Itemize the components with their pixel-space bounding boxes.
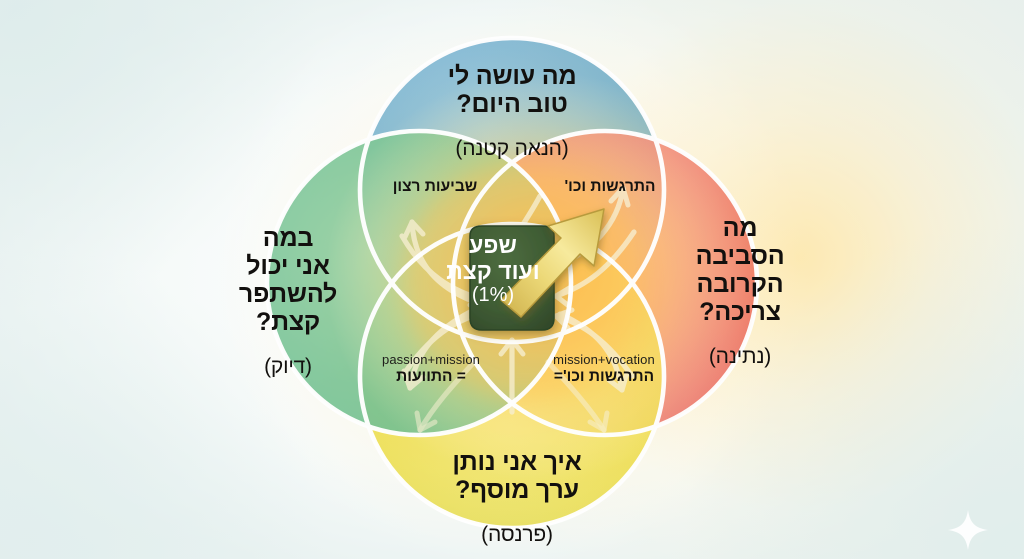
intersection-bottom-left-english: passion+mission [382, 352, 480, 367]
intersection-bottom-right-hebrew: התרגשות וכו'= [553, 367, 655, 385]
intersection-bottom-left-label: passion+mission = התוועות [356, 352, 506, 386]
venn-outlines [264, 35, 760, 531]
circle-top-label: מה עושה לי טוב היום? (הנאה קטנה) [362, 44, 662, 178]
circle-right-question: מה הסביבה הקרובה צריכה? [695, 213, 785, 326]
circle-top-subtitle: (הנאה קטנה) [455, 136, 569, 160]
circle-right-subtitle: (נתינה) [708, 344, 772, 368]
center-badge-label: שפע ועוד קצת (1%) [441, 232, 545, 307]
center-line-1: שפע [469, 232, 517, 258]
growth-arrow [500, 208, 605, 318]
circle-bottom-subtitle: (פרנסה) [481, 522, 553, 546]
circle-right-label: מה הסביבה הקרובה צריכה? (נתינה) [664, 196, 816, 386]
circle-left-label: במה אני יכול להשתפר קצת? (דיוק) [213, 206, 363, 396]
intersection-bottom-right-english: mission+vocation [553, 352, 655, 367]
center-line-3: (1%) [471, 284, 515, 307]
circle-bottom-label: איך אני נותן ערך מוסף? (פרנסה) [372, 430, 662, 559]
intersection-bottom-right-label: mission+vocation התרגשות וכו'= [528, 352, 680, 386]
intersection-top-right-label: התרגשות וכו' [564, 178, 656, 195]
intersection-bottom-left-hebrew: = התוועות [396, 367, 466, 385]
circle-top-question: מה עושה לי טוב היום? [447, 61, 577, 118]
intersection-top-left-label: שביעות רצון [392, 178, 478, 195]
circle-left-subtitle: (דיוק) [264, 354, 312, 378]
circle-left-question: במה אני יכול להשתפר קצת? [238, 223, 338, 336]
center-line-2: ועוד קצת [446, 258, 540, 285]
circle-bottom-question: איך אני נותן ערך מוסף? [452, 447, 582, 504]
